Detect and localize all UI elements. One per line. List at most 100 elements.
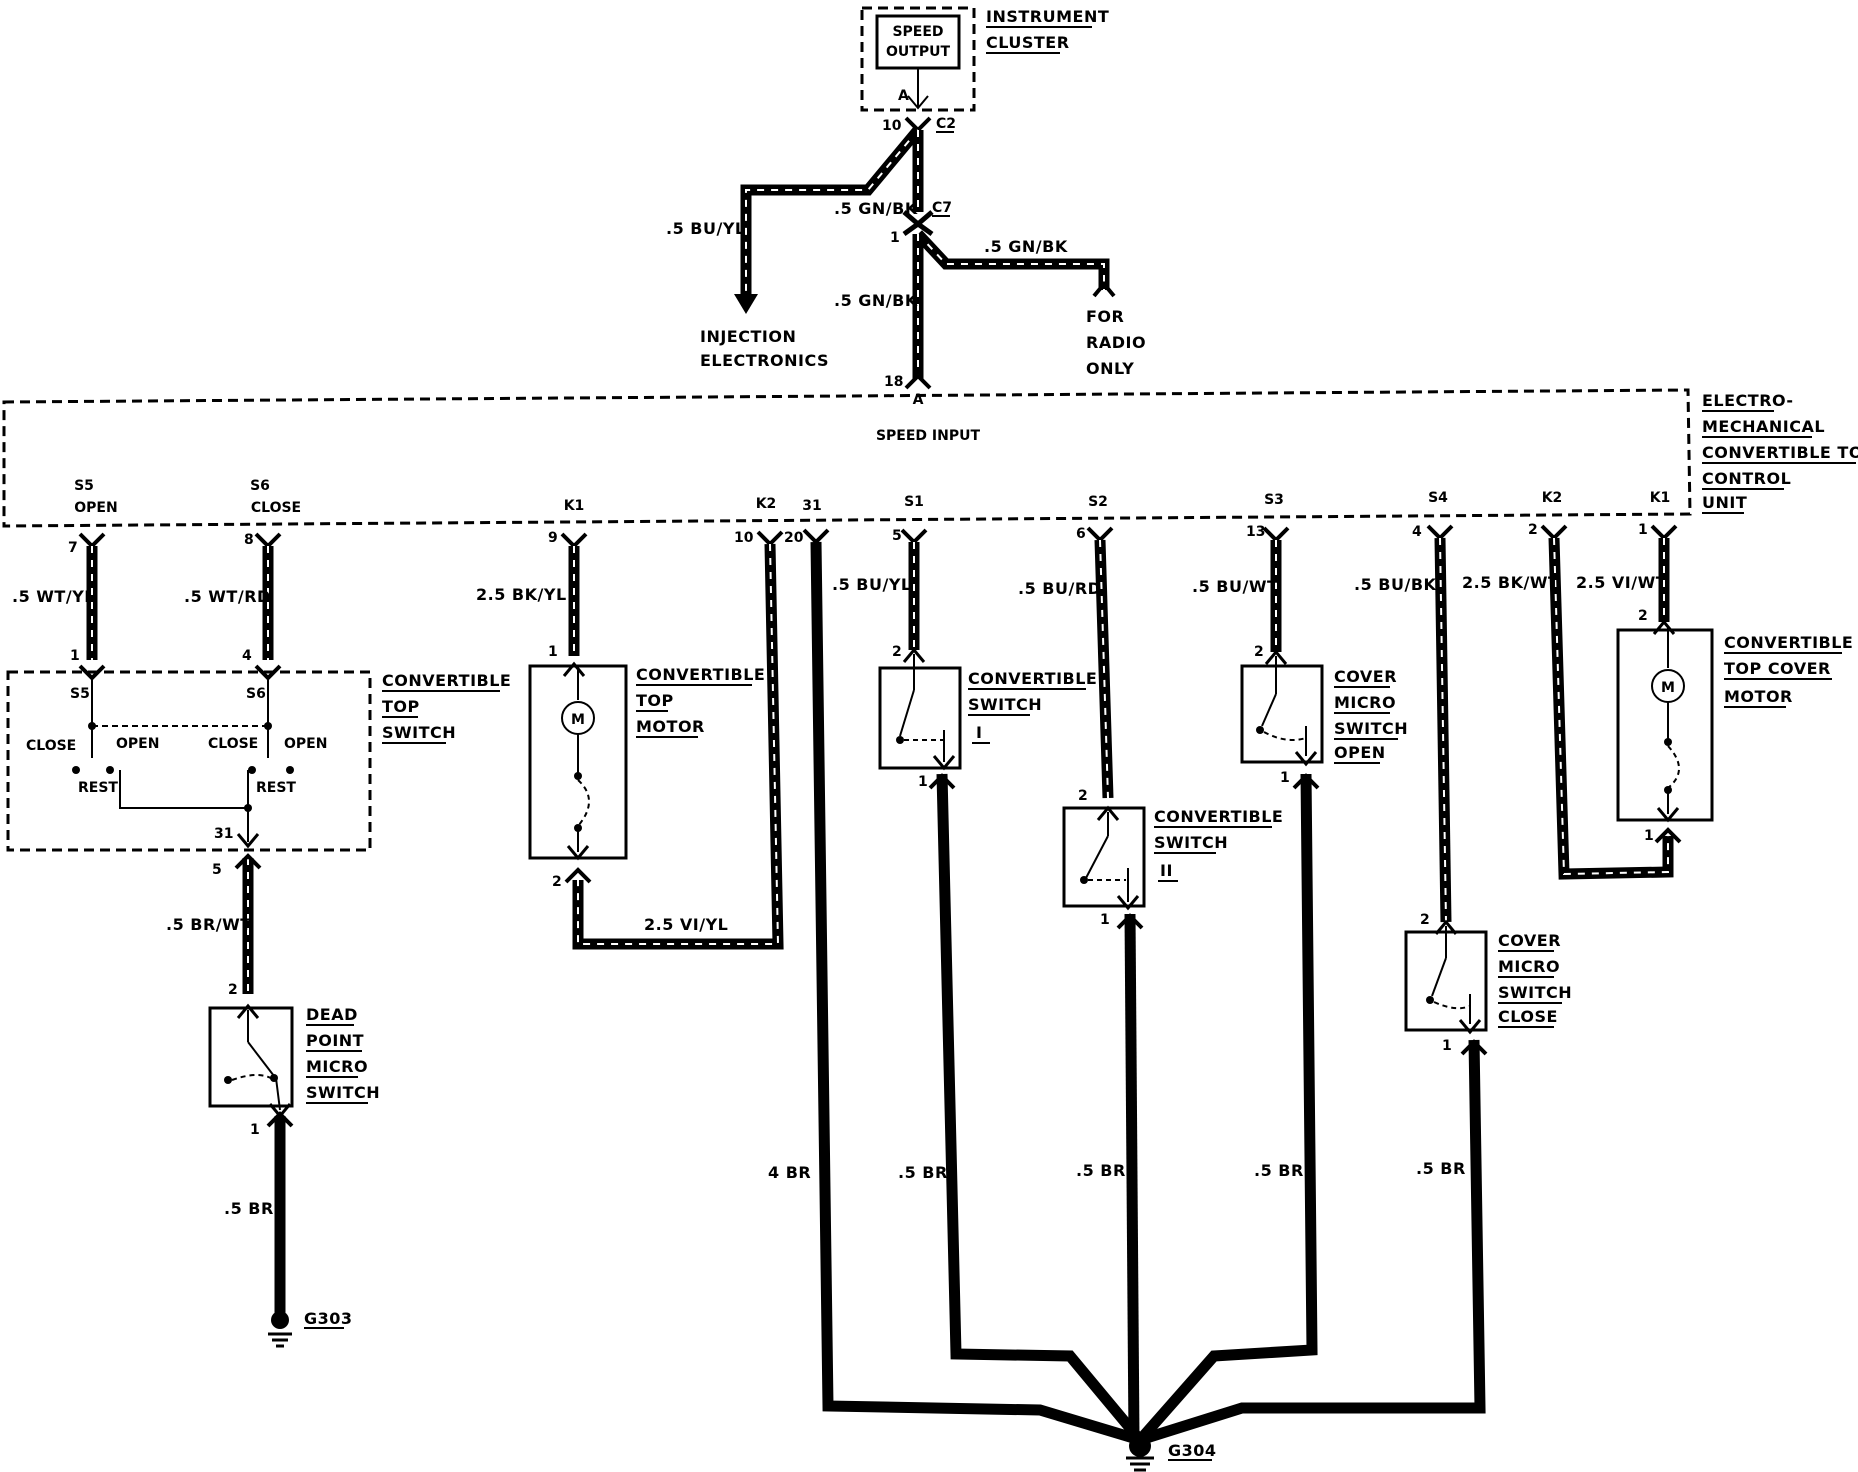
cover-motor-pin-1: 1: [1644, 828, 1654, 844]
pin-31: 31: [802, 498, 821, 514]
pin-s5-open: OPEN: [74, 500, 117, 516]
cover-motor-pin-2: 2: [1638, 608, 1648, 624]
pin-k2-right: K2: [1542, 490, 1563, 506]
pin-s6-close: CLOSE: [251, 500, 301, 516]
cover-close-label-3: SWITCH: [1498, 983, 1572, 1002]
speed-input-label: SPEED INPUT: [876, 428, 981, 444]
pin-num-8: 8: [244, 532, 254, 548]
pin-s6: S6: [250, 478, 270, 494]
top-switch-s6: S6: [246, 686, 266, 702]
pin-k1: K1: [564, 498, 585, 514]
radio-label-2: RADIO: [1086, 333, 1146, 352]
wire-labels: .5 WT/YL .5 WT/RD 2.5 BK/YL .5 BU/YL .5 …: [12, 573, 1667, 1218]
instrument-cluster: SPEED OUTPUT A INSTRUMENT CLUSTER: [860, 6, 1109, 112]
pin-s5: S5: [74, 478, 94, 494]
instrument-cluster-label-2: CLUSTER: [986, 33, 1070, 52]
ground-g304-label: G304: [1168, 1441, 1217, 1460]
cover-open-label-4: OPEN: [1334, 743, 1386, 762]
cover-open-label-3: SWITCH: [1334, 719, 1408, 738]
convertible-switch-1: 2 1 CONVERTIBLE SWITCH I: [878, 644, 1097, 790]
injection-label: INJECTION: [700, 327, 796, 346]
wire-vi-yl: 2.5 VI/YL: [644, 915, 728, 934]
pin-num-20: 20: [784, 530, 804, 546]
wire-gn-bk-label-1: .5 GN/BK: [834, 199, 918, 218]
control-unit-label: ELECTRO-: [1702, 391, 1794, 410]
radio-label-3: ONLY: [1086, 359, 1134, 378]
top-switch-label: CONVERTIBLE: [382, 671, 511, 690]
wire-gn-bk-label-3: .5 GN/BK: [984, 237, 1068, 256]
rest-label-1: REST: [78, 780, 118, 796]
control-unit-label-5: UNIT: [1702, 493, 1747, 512]
lower-connectors: [234, 773, 1682, 1128]
cover-open-label: COVER: [1334, 667, 1397, 686]
wire-bk-wt: 2.5 BK/WT: [1462, 573, 1559, 592]
cover-close-label-2: MICRO: [1498, 957, 1560, 976]
close-label-2: CLOSE: [208, 736, 258, 752]
open-label-1: OPEN: [116, 736, 159, 752]
cover-open-pin-1: 1: [1280, 770, 1290, 786]
open-label-2: OPEN: [284, 736, 327, 752]
cover-motor-label-3: MOTOR: [1724, 687, 1793, 706]
ground-g303: G303: [268, 1309, 352, 1348]
pin-1-c7: 1: [890, 230, 900, 246]
wire-vi-wt: 2.5 VI/WT: [1576, 573, 1667, 592]
control-unit: ELECTRO- MECHANICAL CONVERTIBLE TOP CONT…: [2, 388, 1858, 556]
cover-motor-m-label: M: [1661, 680, 1675, 696]
cover-micro-switch-open: 2 1 COVER MICRO SWITCH OPEN: [1240, 644, 1408, 786]
pin-k1-right: K1: [1650, 490, 1671, 506]
injection-arrow-icon: [734, 294, 758, 314]
top-motor-label-2: TOP: [636, 691, 674, 710]
wire-br-wt: .5 BR/WT: [166, 915, 252, 934]
wire-br-s1: .5 BR: [898, 1163, 948, 1182]
top-switch-pin-31: 31: [214, 826, 233, 842]
radio-label: FOR: [1086, 307, 1124, 326]
top-switch-pin-4: 4: [242, 648, 252, 664]
pin-num-9: 9: [548, 530, 558, 546]
ground-icon-main: [1129, 1435, 1151, 1457]
top-switch-label-2: TOP: [382, 697, 420, 716]
convertible-switch-2: 2 1 CONVERTIBLE SWITCH II: [1062, 788, 1283, 928]
pin-num-10: 10: [734, 530, 754, 546]
close-label-1: CLOSE: [26, 738, 76, 754]
wire-br-dead: .5 BR: [224, 1199, 274, 1218]
wire-bu-wt: .5 BU/WT: [1192, 577, 1278, 596]
cover-open-label-2: MICRO: [1334, 693, 1396, 712]
pin-num-13: 13: [1246, 524, 1265, 540]
pin-a-speed-input: A: [913, 392, 924, 408]
ground-g304: G304: [1126, 1435, 1217, 1472]
pin-18: 18: [884, 374, 903, 390]
cover-micro-switch-close: 2 1 COVER MICRO SWITCH CLOSE: [1404, 912, 1572, 1054]
wire-gn-bk-label-2: .5 GN/BK: [834, 291, 918, 310]
dead-point-label: DEAD: [306, 1005, 358, 1024]
dead-point-pin-2: 2: [228, 982, 238, 998]
instrument-cluster-label: INSTRUMENT: [986, 7, 1109, 26]
pin-k2: K2: [756, 496, 777, 512]
cover-close-label: COVER: [1498, 931, 1561, 950]
top-switch-pin-1: 1: [70, 648, 80, 664]
rest-label-2: REST: [256, 780, 296, 796]
dead-point-label-3: MICRO: [306, 1057, 368, 1076]
top-motor-pin-2: 2: [552, 874, 562, 890]
unit-wires: [86, 537, 1674, 1446]
control-unit-label-2: MECHANICAL: [1702, 417, 1825, 436]
c2-label: C2: [936, 116, 956, 132]
pin-s4: S4: [1428, 490, 1448, 506]
wire-bk-yl: 2.5 BK/YL: [476, 585, 567, 604]
pin-s1: S1: [904, 494, 924, 510]
switch-2-pin-1: 1: [1100, 912, 1110, 928]
control-unit-label-4: CONTROL: [1702, 469, 1791, 488]
switch-1-label-2: SWITCH: [968, 695, 1042, 714]
cover-open-pin-2: 2: [1254, 644, 1264, 660]
wire-wt-yl: .5 WT/YL: [12, 587, 95, 606]
control-unit-label-3: CONVERTIBLE TOP: [1702, 443, 1858, 462]
ground-icon: [271, 1311, 289, 1329]
c7-label: C7: [932, 200, 952, 216]
wire-wt-rd: .5 WT/RD: [184, 587, 271, 606]
pin-num-1: 1: [1638, 522, 1648, 538]
wire-bu-yl-s1: .5 BU/YL: [832, 575, 912, 594]
speed-output-label-2: OUTPUT: [886, 44, 950, 60]
switch-1-pin-2: 2: [892, 644, 902, 660]
pin-num-6: 6: [1076, 526, 1086, 542]
top-motor-label-3: MOTOR: [636, 717, 705, 736]
wire-br-4: 4 BR: [768, 1163, 811, 1182]
